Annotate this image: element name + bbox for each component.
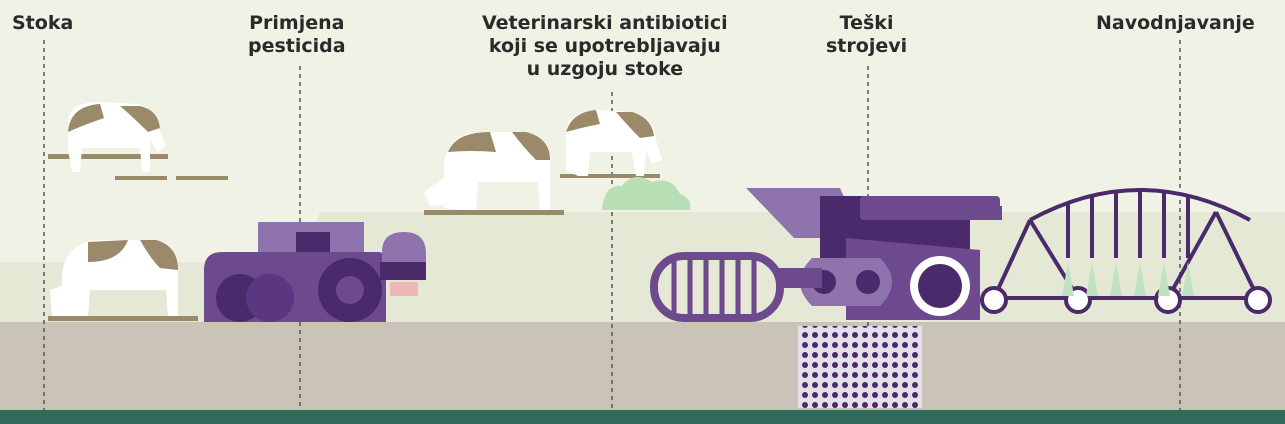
ground-band <box>0 410 1285 424</box>
label-stoka: Stoka <box>12 12 73 35</box>
label-line: Veterinarski antibiotici <box>482 12 728 34</box>
cow-icon <box>424 132 564 215</box>
tractor-icon <box>204 222 426 322</box>
soil-compaction-pattern <box>798 326 922 408</box>
cow-icon <box>48 240 198 321</box>
irrigation-system-icon <box>980 188 1272 314</box>
label-primjena-pesticida: Primjena pesticida <box>248 12 346 58</box>
label-line: koji se upotrebljavaju <box>488 35 721 57</box>
cow-icon <box>48 102 228 180</box>
bush-icon <box>602 176 691 210</box>
water-spray-icon <box>1062 262 1194 296</box>
combine-harvester-icon <box>650 188 1002 322</box>
label-line: Teški <box>839 12 894 34</box>
label-teski-strojevi: Teški strojevi <box>826 12 907 58</box>
label-navodnjavanje: Navodnjavanje <box>1096 12 1255 35</box>
label-veterinarski-antibiotici: Veterinarski antibiotici koji se upotreb… <box>482 12 728 81</box>
label-line: Primjena <box>249 12 345 34</box>
ground <box>0 322 1285 412</box>
label-line: Navodnjavanje <box>1096 12 1255 34</box>
label-line: u uzgoju stoke <box>526 58 684 80</box>
cow-icon <box>560 110 662 178</box>
label-line: pesticida <box>248 35 346 57</box>
label-line: strojevi <box>826 35 908 57</box>
label-line: Stoka <box>12 12 74 34</box>
